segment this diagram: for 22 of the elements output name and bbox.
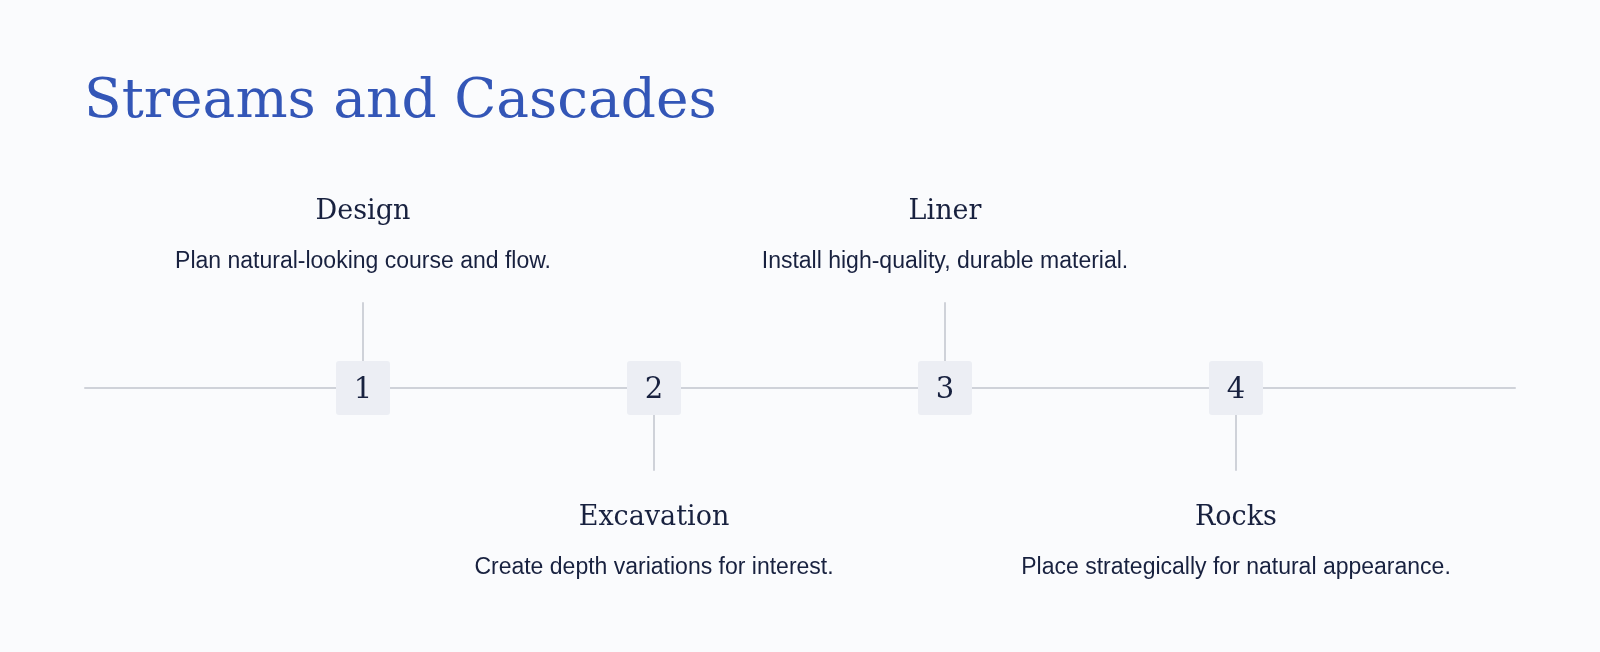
step-number-box: 1: [336, 361, 390, 415]
step-description: Plan natural-looking course and flow.: [175, 246, 551, 275]
connector-line: [389, 387, 628, 389]
step-number-box: 3: [918, 361, 972, 415]
step-title: Rocks: [1195, 499, 1277, 533]
connector-line: [944, 302, 946, 362]
step-description: Place strategically for natural appearance.: [1021, 552, 1451, 581]
step-number-box: 4: [1209, 361, 1263, 415]
connector-line: [362, 302, 364, 362]
step-title: Design: [315, 193, 411, 227]
step-title: Liner: [908, 193, 982, 227]
step-description: Install high-quality, durable material.: [761, 246, 1129, 275]
connector-line: [1262, 387, 1516, 389]
connector-line: [1235, 414, 1237, 471]
connector-line: [680, 387, 919, 389]
step-description: Create depth variations for interest.: [474, 552, 834, 581]
step-number-box: 2: [627, 361, 681, 415]
step-title: Excavation: [578, 499, 730, 533]
diagram-title: Streams and Cascades: [84, 65, 717, 131]
connector-line: [653, 414, 655, 471]
connector-line: [84, 387, 337, 389]
connector-line: [971, 387, 1210, 389]
